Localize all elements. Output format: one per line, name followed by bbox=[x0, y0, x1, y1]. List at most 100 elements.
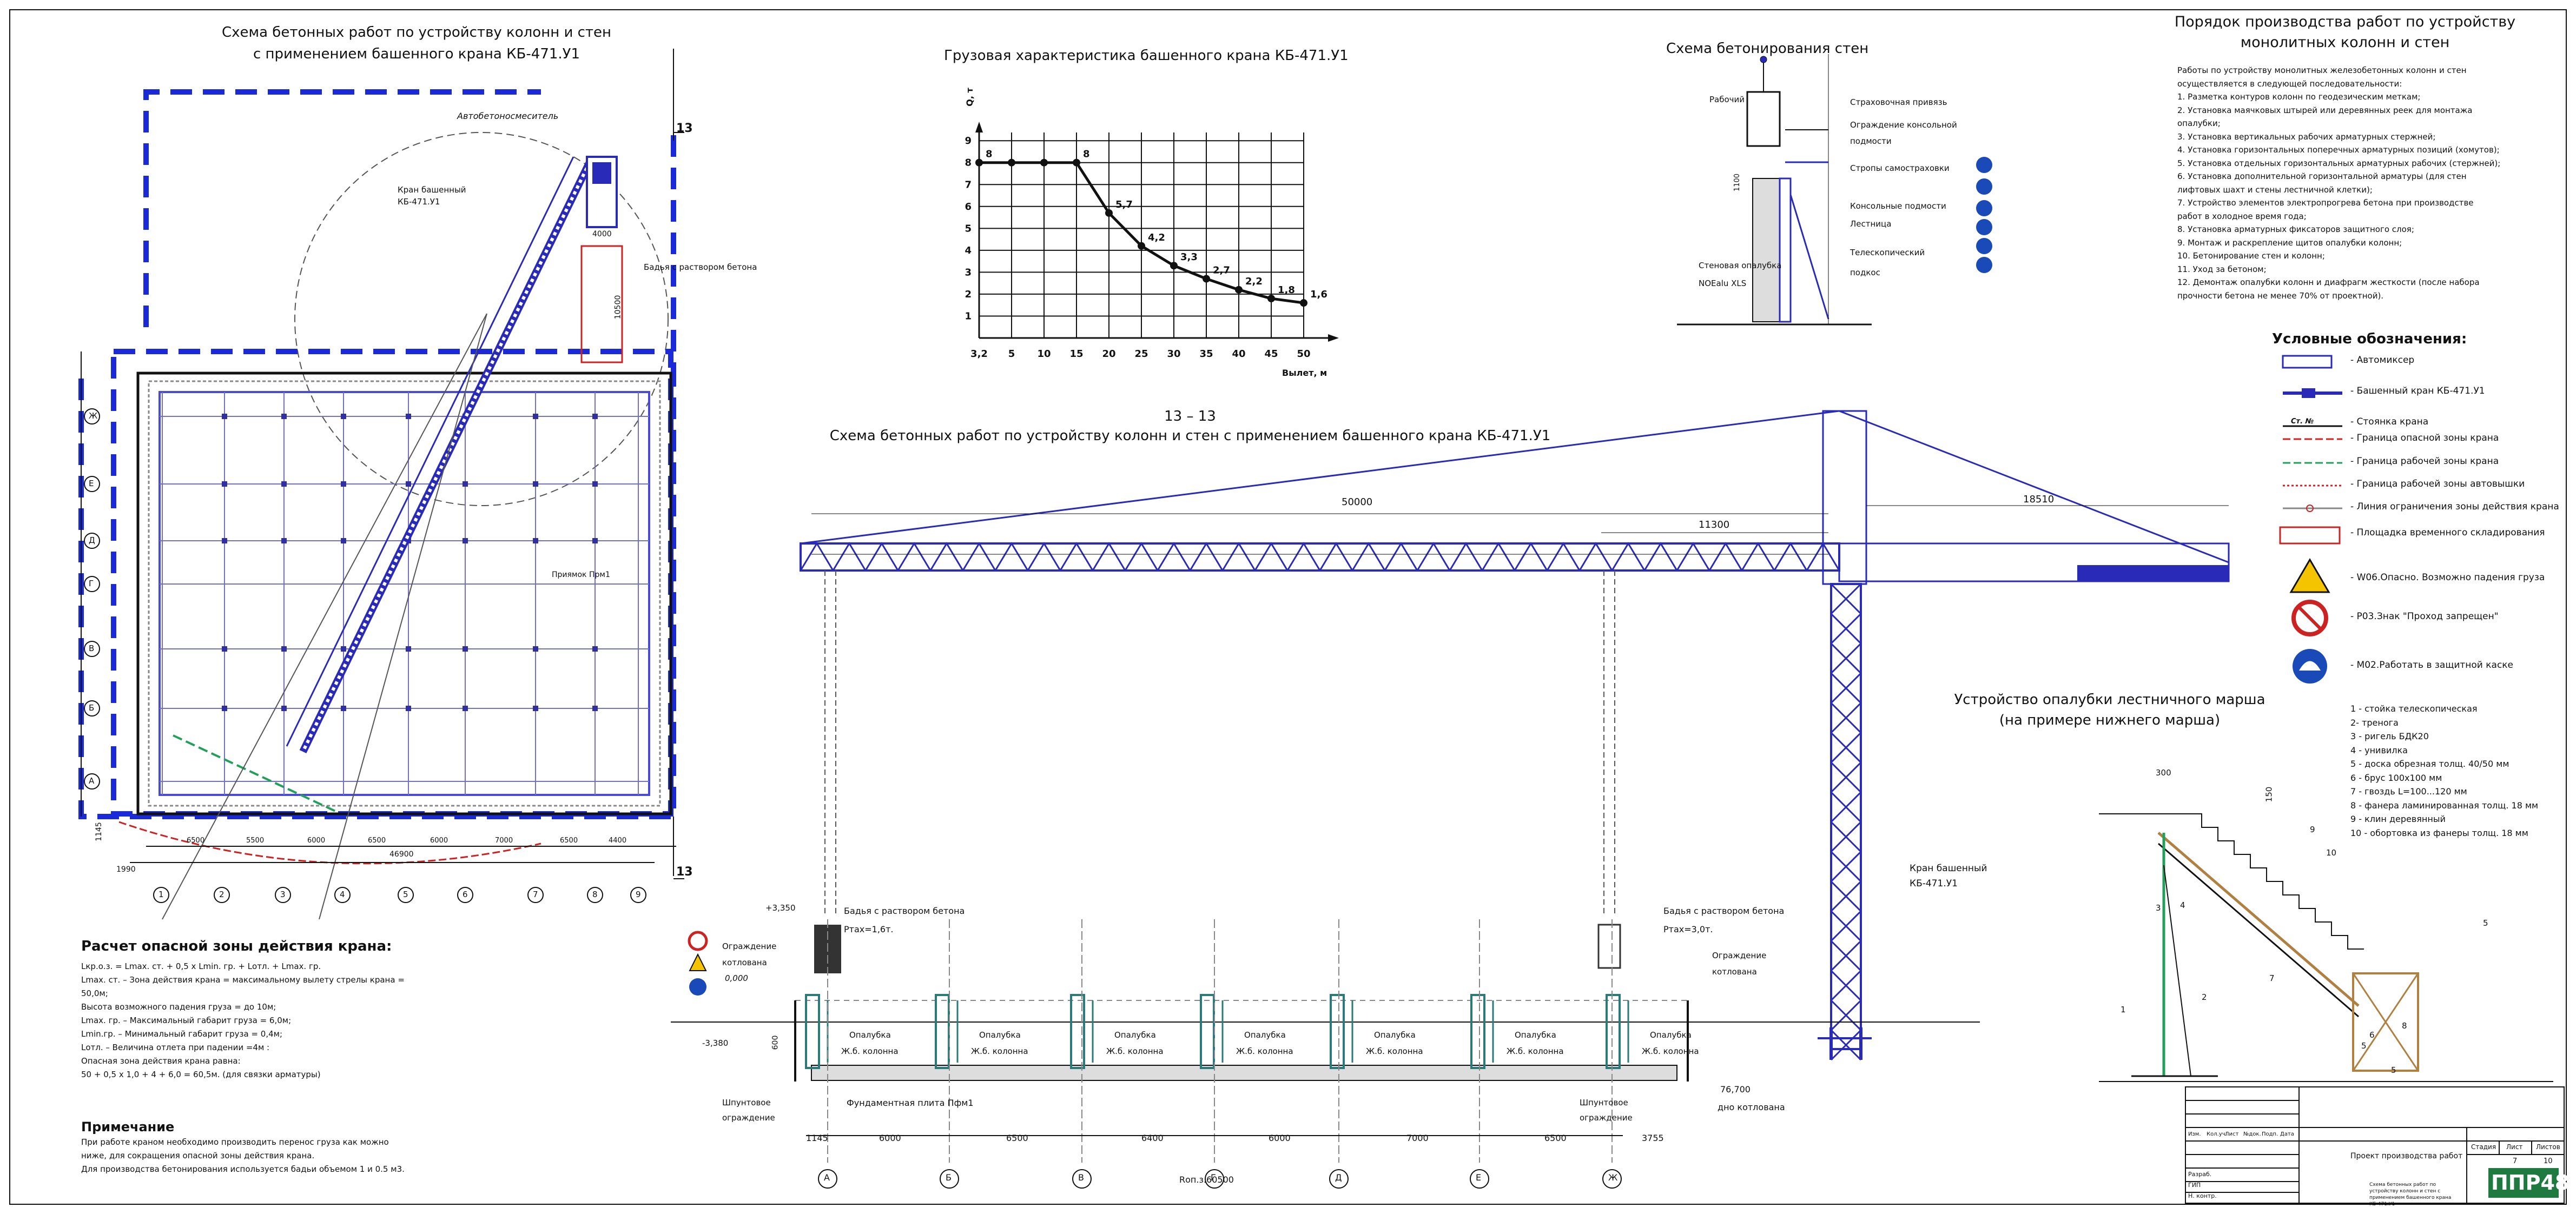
plan-bottom-dim: 6500 bbox=[368, 837, 386, 845]
dim-11300: 11300 bbox=[1699, 519, 1730, 530]
plan-bottom-dim: 4400 bbox=[609, 837, 627, 845]
chart-y-tick: 9 bbox=[965, 135, 972, 147]
column-label: Ж.б. колонна bbox=[971, 1046, 1028, 1056]
plan-axis-number: 4 bbox=[340, 890, 345, 899]
plan-axis-number: 9 bbox=[636, 890, 641, 899]
fence-left-line1: Ограждение bbox=[722, 941, 777, 951]
stairs-callout: 5 bbox=[2391, 1065, 2396, 1075]
stairs-callout: 9 bbox=[2310, 825, 2315, 834]
calc-title: Расчет опасной зоны действия крана: bbox=[81, 938, 392, 954]
chart-point bbox=[1008, 158, 1015, 167]
stamp-sheets-h: Листов bbox=[2536, 1143, 2560, 1151]
crane-boom-plan bbox=[286, 156, 593, 754]
plan-axis-letter: Г bbox=[89, 579, 94, 588]
walls-label: Стропы самостраховки bbox=[1850, 163, 1950, 173]
chart-data-label: 2,7 bbox=[1213, 265, 1230, 276]
chart-data-label: 8 bbox=[986, 149, 993, 160]
chart-data-label: 4,2 bbox=[1148, 232, 1165, 243]
sheet-frame bbox=[9, 9, 2567, 1205]
wall-signs bbox=[1976, 157, 1992, 273]
section-dim: 6500 bbox=[1544, 1133, 1567, 1143]
walls-label: Консольные подмости bbox=[1850, 201, 1946, 211]
procedure-title-line2: монолитных колонн и стен bbox=[2240, 34, 2450, 51]
chart-y-tick: 3 bbox=[965, 267, 972, 278]
chart-title: Грузовая характеристика башенного крана … bbox=[944, 48, 1349, 64]
stairs-legend-item: 4 - унивилка bbox=[2350, 745, 2408, 755]
chart-x-tick: 45 bbox=[1264, 348, 1278, 360]
section-dim: 3755 bbox=[1642, 1133, 1664, 1143]
chart-point bbox=[1138, 242, 1145, 250]
plan-axis-letter: Б bbox=[89, 703, 95, 713]
procedure-line: 8. Установка арматурных фиксаторов защит… bbox=[2177, 224, 2414, 234]
legend-title: Условные обозначения: bbox=[2272, 331, 2467, 347]
legend-item: - M02.Работать в защитной каске bbox=[2350, 660, 2514, 671]
plan-title-line1: Схема бетонных работ по устройству колон… bbox=[221, 24, 612, 41]
chart-xlabel: Вылет, м bbox=[1282, 368, 1327, 378]
chart-data-label: 3,3 bbox=[1180, 251, 1198, 263]
procedure-line: 5. Установка отдельных горизонтальных ар… bbox=[2177, 158, 2501, 168]
title-block bbox=[2185, 1086, 2565, 1204]
walls-label: Ограждение консольной bbox=[1850, 120, 1957, 130]
walls-label: Телескопический bbox=[1850, 248, 1925, 257]
plan-axis-letter: Ж bbox=[89, 411, 98, 421]
procedure-line: 12. Демонтаж опалубки колонн и диафрагм … bbox=[2177, 277, 2480, 287]
section-dim: 6400 bbox=[1141, 1133, 1164, 1143]
plan-axis-number: 3 bbox=[280, 890, 286, 899]
stairs-callout: 4 bbox=[2180, 900, 2185, 910]
note-title: Примечание bbox=[81, 1119, 175, 1135]
legend-item: - Площадка временного складирования bbox=[2350, 527, 2545, 538]
plan-bottom-dim: 7000 bbox=[495, 837, 513, 845]
section-mark: 13 – 13 bbox=[1164, 408, 1216, 424]
stairs-callout: 3 bbox=[2156, 903, 2161, 913]
plan-bottom-dim: 6000 bbox=[430, 837, 448, 845]
column-label: Ж.б. колонна bbox=[1642, 1046, 1699, 1056]
calc-line: Lmax. ст. – Зона действия крана = максим… bbox=[81, 975, 405, 985]
crane-zone-circle bbox=[294, 132, 669, 506]
stairs-callout: 7 bbox=[2269, 973, 2275, 983]
sheet-fence-left-line1: Шпунтовое bbox=[722, 1098, 771, 1107]
section-mark-top: 13 bbox=[676, 122, 693, 135]
stairs-legend-item: 9 - клин деревянный bbox=[2350, 814, 2446, 824]
chart-point bbox=[1105, 209, 1113, 217]
chart-x-tick: 20 bbox=[1102, 348, 1115, 360]
stairs-title-line2: (на примере нижнего марша) bbox=[1999, 712, 2221, 728]
chart-data-label: 1,6 bbox=[1310, 289, 1327, 300]
dim-4000: 4000 bbox=[592, 230, 612, 238]
stairs-callout: 2 bbox=[2202, 992, 2207, 1002]
stairs-legend-item: 6 - брус 100х100 мм bbox=[2350, 772, 2442, 783]
chart-data-label: 1,8 bbox=[1278, 284, 1295, 296]
legend-item: - Граница рабочей зоны автовышки bbox=[2350, 479, 2525, 489]
walls-label: Рабочий bbox=[1709, 95, 1745, 104]
column-label: Ж.б. колонна bbox=[841, 1046, 899, 1056]
chart-point bbox=[975, 158, 983, 167]
legend-item: - Стоянка крана bbox=[2350, 416, 2429, 427]
dim-1145-plan: 1145 bbox=[94, 822, 103, 841]
procedure-line: работ в холодное время года; bbox=[2177, 211, 2307, 221]
level-bottom: -3,380 bbox=[702, 1038, 729, 1048]
foundation-slab bbox=[811, 1065, 1677, 1081]
bucket-right bbox=[1597, 924, 1621, 969]
procedure-title: Порядок производства работ по устройству… bbox=[2121, 12, 2570, 53]
walls-title: Схема бетонирования стен bbox=[1666, 41, 1869, 57]
procedure-line: 11. Уход за бетоном; bbox=[2177, 264, 2267, 274]
dim-600: 600 bbox=[771, 1035, 780, 1050]
warning-sign-icon bbox=[2289, 558, 2330, 593]
chart-y-tick: 6 bbox=[965, 201, 972, 213]
stamp-project: Проект производства работ bbox=[2350, 1152, 2463, 1160]
chart-x-tick: 40 bbox=[1232, 348, 1245, 360]
wall-scheme bbox=[1677, 54, 1872, 326]
stamp-row-label: Н. контр. bbox=[2188, 1192, 2217, 1199]
level-top: +3,350 bbox=[765, 903, 796, 913]
stairs-callout: 10 bbox=[2326, 848, 2337, 858]
note-line: При работе краном необходимо производить… bbox=[81, 1137, 389, 1147]
stairs-legend-item: 1 - стойка телескопическая bbox=[2350, 704, 2478, 714]
chart-x-tick: 35 bbox=[1199, 348, 1213, 360]
stairs-callout: 8 bbox=[2402, 1021, 2407, 1031]
stairs-legend-item: 7 - гвоздь L=100...120 мм bbox=[2350, 786, 2467, 797]
sheet-fence-right-line2: ограждение bbox=[1580, 1113, 1633, 1123]
storage-legend-icon bbox=[2279, 526, 2341, 545]
stamp-header-cell: Кол.уч. bbox=[2207, 1131, 2227, 1137]
section-dim: 6000 bbox=[1269, 1133, 1291, 1143]
dim-18510: 18510 bbox=[2023, 494, 2055, 505]
walls-dim: 1100 bbox=[1733, 173, 1742, 192]
